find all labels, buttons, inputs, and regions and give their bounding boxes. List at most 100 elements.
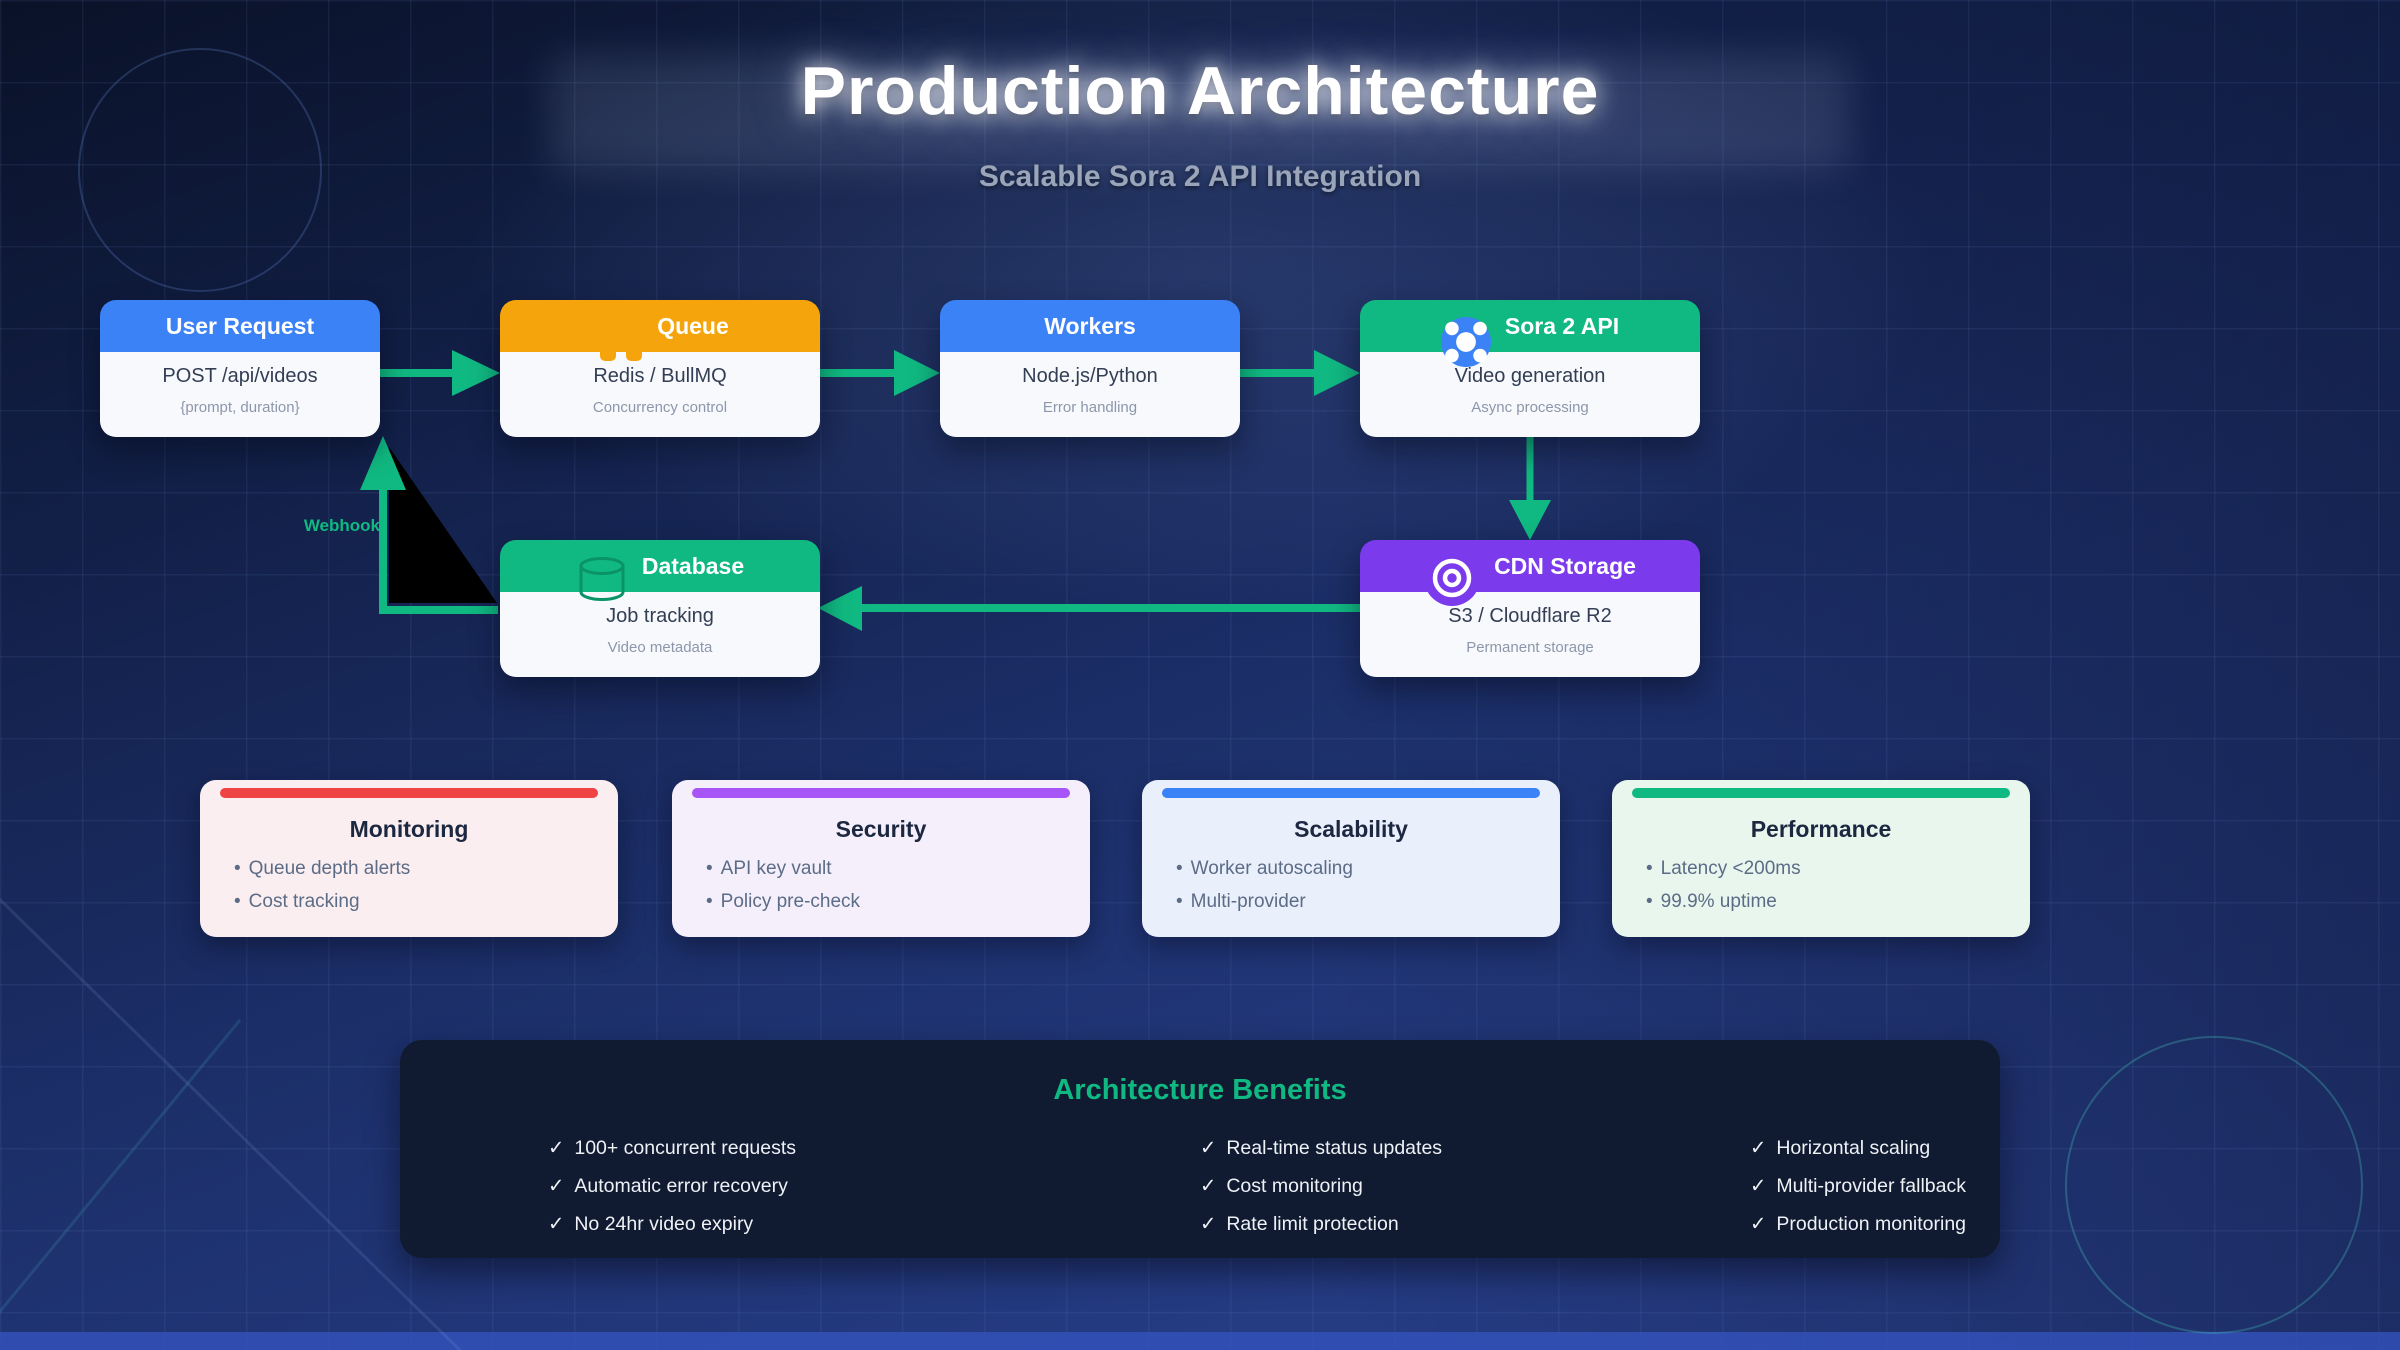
card-accent-bar [1632, 788, 2010, 798]
decor-diagonal-line [0, 1019, 242, 1314]
list-item: ✓Real-time status updates [1200, 1136, 1442, 1160]
card-performance: Performance • Latency <200ms •99.9% uptim… [1612, 780, 2030, 937]
bullet-icon: • [234, 858, 241, 879]
node-detail-secondary: {prompt, duration} [180, 399, 300, 416]
node-user-request: User Request POST /api/videos {prompt, d… [100, 300, 380, 437]
benefits-column: ✓ 100+ concurrent requests ✓Automatic err… [548, 1136, 796, 1250]
check-icon: ✓ [548, 1213, 565, 1235]
list-item: ✓Cost monitoring [1200, 1174, 1442, 1198]
decor-diagonal-line [0, 897, 462, 1350]
node-detail-secondary: Concurrency control [592, 399, 728, 416]
list-item: ✓ 100+ concurrent requests [548, 1136, 796, 1160]
node-cdn-storage: CDN Storage S3 / Cloudflare R2 Permanent… [1360, 540, 1700, 677]
bullet-icon: • [234, 891, 241, 912]
node-title: User Request [165, 312, 315, 339]
node-body: Node.js/Python Error handling [940, 352, 1240, 437]
decor-circle-bottom-right [2065, 1036, 2363, 1334]
node-body: Redis / BullMQ Concurrency control [500, 352, 820, 437]
node-body: Video generation Async processing [1360, 352, 1700, 437]
page-title: Production Architecture [800, 53, 1600, 129]
check-icon: ✓ [548, 1137, 565, 1159]
bullet-icon: • [1176, 858, 1183, 879]
title-glow [550, 55, 1850, 170]
card-item-text: Multi-provider [1190, 891, 1306, 912]
benefit-text: Real-time status updates [1226, 1137, 1443, 1159]
node-detail-secondary: Async processing [1471, 399, 1589, 416]
node-body: POST /api/videos {prompt, duration} [100, 352, 380, 437]
node-detail-primary: Job tracking [606, 605, 714, 627]
arrowhead-up-icon [360, 436, 406, 490]
benefit-text: Production monitoring [1776, 1213, 1967, 1235]
decor-circle-top-left [78, 48, 322, 292]
webhook-edge-label: Webhook [303, 516, 380, 535]
node-header: Sora 2 API [1360, 300, 1700, 367]
bullet-icon: • [1646, 891, 1653, 912]
node-sora-2-api: Sora 2 API Video generation Async proces… [1360, 300, 1700, 437]
card-security: Security •API key vault •Policy pre-chec… [672, 780, 1090, 937]
list-item: • Multi-provider [1176, 891, 1560, 913]
check-icon: ✓ [1750, 1213, 1767, 1235]
black-triangle-artifact [389, 447, 497, 603]
database-cylinder-icon [579, 557, 625, 601]
bullet-icon: • [706, 858, 713, 879]
check-icon: ✓ [1200, 1213, 1217, 1235]
bullet-icon: • [1646, 858, 1653, 879]
card-title: Security [835, 816, 927, 842]
node-title: Database [641, 552, 745, 579]
node-detail-primary: Video generation [1454, 365, 1606, 387]
list-item: ✓ Production monitoring [1750, 1212, 1966, 1236]
card-scalability: Scalability • Worker autoscaling • Multi-p… [1142, 780, 1560, 937]
node-header: CDN Storage [1360, 540, 1700, 606]
benefits-column: ✓ Horizontal scaling ✓ Multi-provider fall… [1750, 1136, 1966, 1250]
bullet-icon: • [706, 891, 713, 912]
benefit-text: Horizontal scaling [1776, 1137, 1931, 1159]
node-detail-primary: S3 / Cloudflare R2 [1448, 605, 1612, 627]
disc-rings-icon [1424, 550, 1481, 606]
node-header: Database [500, 540, 820, 601]
node-detail-primary: POST /api/videos [162, 365, 318, 387]
card-title: Scalability [1294, 816, 1408, 842]
card-items: •Queue depth alerts •Cost tracking [234, 858, 618, 913]
node-header: Workers [940, 300, 1240, 352]
benefit-text: 100+ concurrent requests [574, 1137, 797, 1159]
list-item: •99.9% uptime [1646, 891, 2030, 913]
benefit-text: Multi-provider fallback [1776, 1175, 1966, 1197]
node-title: Sora 2 API [1504, 312, 1620, 339]
page-subtitle: Scalable Sora 2 API Integration [978, 160, 1422, 193]
card-item-text: API key vault [720, 858, 832, 879]
benefits-column: ✓Real-time status updates ✓Cost monitori… [1200, 1136, 1442, 1250]
list-item: ✓ Horizontal scaling [1750, 1136, 1966, 1160]
card-item-text: Worker autoscaling [1190, 858, 1353, 879]
list-item: •Cost tracking [234, 891, 618, 913]
architecture-benefits-panel: Architecture Benefits ✓100+ concurrent r… [400, 1040, 2000, 1258]
queue-icon [600, 352, 616, 361]
queue-icon [626, 352, 642, 361]
check-icon: ✓ [1750, 1137, 1767, 1159]
node-header: Queue [500, 300, 820, 352]
node-title: CDN Storage [1494, 552, 1636, 579]
node-detail-secondary: Error handling [1042, 399, 1138, 416]
list-item: •Queue depth alerts [234, 858, 618, 880]
bottom-accent-band [0, 1332, 2400, 1350]
bullet-icon: • [1176, 891, 1183, 912]
check-icon: ✓ [1750, 1175, 1767, 1197]
list-item: • Latency <200ms [1646, 858, 2030, 880]
arrowhead-right-icon [452, 350, 500, 396]
list-item: ✓ Multi-provider fallback [1750, 1174, 1966, 1198]
node-detail-secondary: Video metadata [607, 639, 713, 656]
list-item: ✓Automatic error recovery [548, 1174, 796, 1198]
node-detail-primary: Node.js/Python [1022, 365, 1158, 387]
arrow-database-to-user [379, 488, 498, 614]
list-item: ✓Rate limit protection [1200, 1212, 1442, 1236]
card-item-text: Latency <200ms [1660, 858, 1801, 879]
list-item: • API key vault [706, 858, 1090, 880]
benefit-text: Cost monitoring [1226, 1175, 1363, 1197]
card-monitoring: Monitoring •Queue depth alerts •Cost tra… [200, 780, 618, 937]
card-accent-bar [220, 788, 598, 798]
node-queue: Queue Redis / BullMQ Concurrency control [500, 300, 820, 437]
card-title: Performance [1750, 816, 1892, 842]
card-items: •API key vault •Policy pre-check [706, 858, 1090, 913]
arrowhead-down-icon [1509, 500, 1551, 540]
